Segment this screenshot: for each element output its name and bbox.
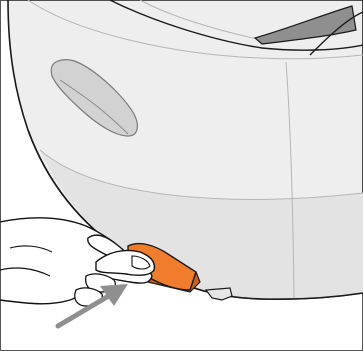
illustration-frame [0,0,363,351]
appliance-release-diagram [0,0,363,351]
